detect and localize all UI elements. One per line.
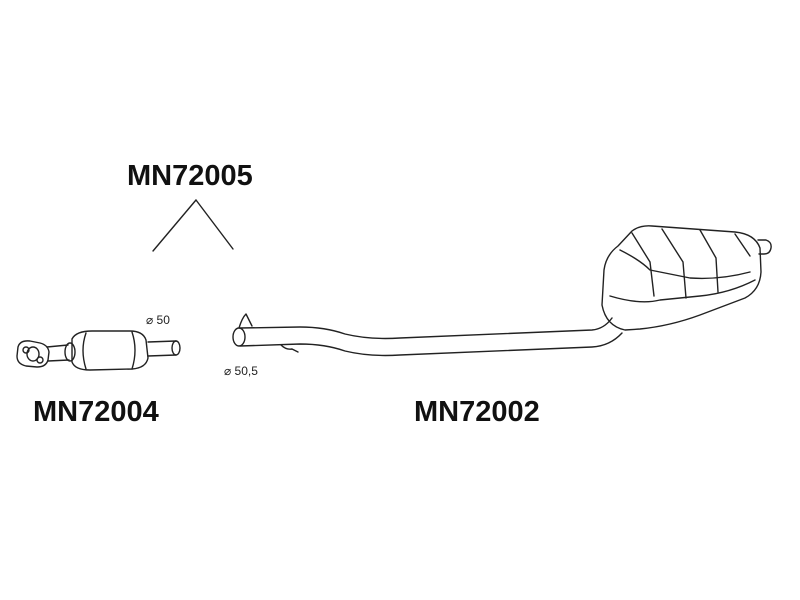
group-bracket: [152, 199, 234, 252]
flange-bolt-hole-1: [22, 346, 30, 354]
rear-silencer-rib-3: [699, 229, 719, 293]
rear-inlet-opening: [232, 327, 246, 347]
rear-hanger-rear: [280, 344, 299, 353]
part-label-front: MN72004: [33, 396, 159, 428]
rear-silencer-rib-1: [631, 232, 655, 297]
rear-silencer-rib-4: [734, 233, 751, 257]
front-inlet-pipe: [46, 344, 70, 362]
front-pipe-section[interactable]: [16, 330, 181, 371]
rear-pipe-top: [239, 317, 613, 340]
rear-pipe-section[interactable]: [232, 225, 772, 357]
front-muffler-body: [71, 330, 149, 371]
bracket-line-left: [152, 199, 197, 252]
rear-silencer-lower-edge: [609, 279, 756, 303]
rear-silencer-body: [601, 225, 762, 331]
front-outlet-end: [171, 340, 181, 356]
dimension-front-outlet: ⌀ 50: [146, 313, 170, 327]
dimension-rear-inlet: ⌀ 50,5: [224, 364, 258, 378]
rear-hanger-front: [238, 313, 253, 329]
part-label-group: MN72005: [127, 160, 253, 192]
front-inlet-collar: [64, 342, 76, 362]
front-muffler-seam-left: [82, 332, 87, 370]
part-label-rear: MN72002: [414, 396, 540, 428]
rear-silencer-top-edge: [619, 249, 751, 280]
front-outlet-pipe: [147, 340, 177, 357]
rear-pipe-bottom: [239, 332, 623, 357]
front-muffler-seam-right: [131, 331, 136, 370]
rear-silencer-rib-2: [661, 228, 687, 299]
bracket-line-right: [195, 199, 234, 250]
flange-bore: [26, 346, 40, 362]
front-flange: [16, 340, 50, 368]
rear-tailpipe: [757, 239, 772, 255]
